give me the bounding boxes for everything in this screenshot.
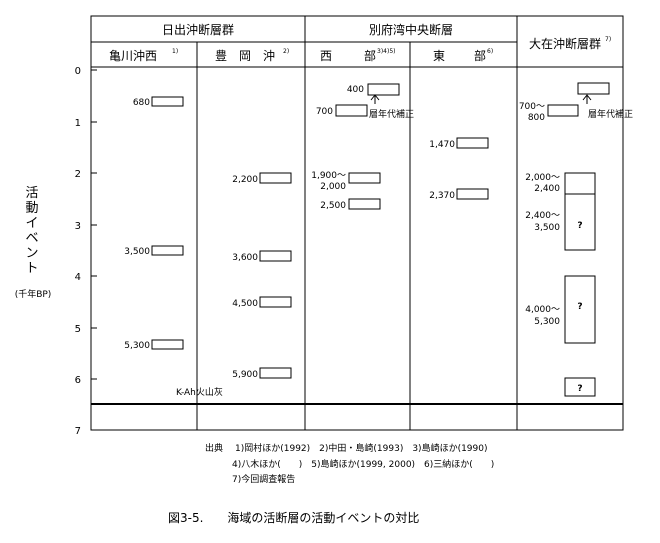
event-box <box>259 296 292 308</box>
event-label: 1,470 <box>429 140 455 150</box>
event-label: 4,500 <box>232 299 258 309</box>
correction-note: 層年代補正 <box>369 108 414 120</box>
col-header-west-b: 部 <box>364 48 376 63</box>
table-frame <box>90 15 624 431</box>
sources-line-2: 4)八木ほか( ) 5)島崎ほか(1999, 2000) 6)三納ほか( ) <box>232 458 494 470</box>
event-box <box>259 367 292 379</box>
event-label: 5,900 <box>232 370 258 380</box>
event-label: 2,000 <box>320 182 346 192</box>
sources-prefix: 出典 <box>205 442 223 454</box>
y-axis: 0 1 2 3 4 5 6 7 <box>75 66 97 437</box>
event-label: 2,400～ <box>525 211 560 221</box>
unknown-mark: ? <box>577 384 582 394</box>
event-label: 4,000～ <box>525 305 560 315</box>
event-box-uncertain <box>564 193 596 251</box>
tick-label-5: 5 <box>75 324 81 335</box>
tick-label-0: 0 <box>75 66 81 77</box>
event-box <box>456 188 489 200</box>
col-header-east-b: 部 <box>474 48 486 63</box>
correction-note: 層年代補正 <box>588 108 633 120</box>
group-header-ozai: 大在沖断層群 <box>529 36 601 51</box>
correction-arrow-head <box>582 94 592 101</box>
col-header-toyooka-ref: 2) <box>283 48 289 55</box>
col-header-toyooka: 豊 岡 沖 <box>215 49 275 63</box>
y-axis-title: 活動イベント <box>25 186 39 276</box>
event-label: 5,300 <box>124 341 150 351</box>
tick-label-4: 4 <box>75 272 81 283</box>
event-box <box>547 104 579 117</box>
event-label: 1,900～ <box>311 171 346 181</box>
col-header-kamegawa-ref: 1) <box>172 48 178 55</box>
event-box-uncertain <box>564 377 596 397</box>
event-box <box>348 172 381 184</box>
event-box-uncertain <box>564 275 596 344</box>
col-header-east-ref: 6) <box>487 48 493 55</box>
tick-label-6: 6 <box>75 375 81 386</box>
event-label: 700～ <box>519 102 545 112</box>
event-box <box>564 172 596 195</box>
col-header-west: 西 <box>320 49 332 63</box>
tick-label-3: 3 <box>75 221 81 232</box>
event-box <box>151 96 184 107</box>
event-box <box>259 172 292 184</box>
col-header-kamegawa: 亀川沖西 <box>109 49 157 63</box>
event-label: 800 <box>528 113 545 123</box>
col-header-east: 東 <box>433 49 445 63</box>
event-label: 3,500 <box>124 247 150 257</box>
tick-label-1: 1 <box>75 118 81 129</box>
event-label: 2,370 <box>429 191 455 201</box>
event-label: 5,300 <box>534 317 560 327</box>
volcanic-ash-label: K-Ah火山灰 <box>176 386 223 398</box>
event-box <box>151 245 184 256</box>
event-label: 2,000～ <box>525 173 560 183</box>
y-axis-unit: (千年BP) <box>14 290 52 300</box>
col-header-west-ref: 3)4)5) <box>377 48 395 55</box>
unknown-mark: ? <box>577 302 582 312</box>
group-header-beppu: 別府湾中央断層 <box>369 22 453 37</box>
group-header-ozai-ref: 7) <box>605 36 611 43</box>
event-box <box>456 137 489 149</box>
sources-line-3: 7)今回調査報告 <box>232 473 295 485</box>
event-label: 3,600 <box>232 253 258 263</box>
tick-label-2: 2 <box>75 169 81 180</box>
event-label: 3,500 <box>534 223 560 233</box>
tick-label-7: 7 <box>75 426 81 437</box>
event-box <box>259 250 292 262</box>
event-label: 2,400 <box>534 184 560 194</box>
event-box <box>348 198 381 210</box>
unknown-mark: ? <box>577 221 582 231</box>
sources-line-1: 1)岡村ほか(1992) 2)中田・島崎(1993) 3)島崎ほか(1990) <box>235 442 488 454</box>
event-label: 400 <box>347 85 364 95</box>
event-box <box>151 339 184 350</box>
correction-arrow-head <box>370 94 380 101</box>
event-box <box>335 104 368 117</box>
event-label: 2,200 <box>232 175 258 185</box>
group-header-hiji: 日出沖断層群 <box>162 22 234 37</box>
event-label: 680 <box>133 98 150 108</box>
event-box <box>577 82 610 95</box>
event-box <box>367 83 400 96</box>
event-label: 2,500 <box>320 201 346 211</box>
event-label: 700 <box>316 107 333 117</box>
figure-caption: 図3-5. 海域の活断層の活動イベントの対比 <box>168 510 419 525</box>
